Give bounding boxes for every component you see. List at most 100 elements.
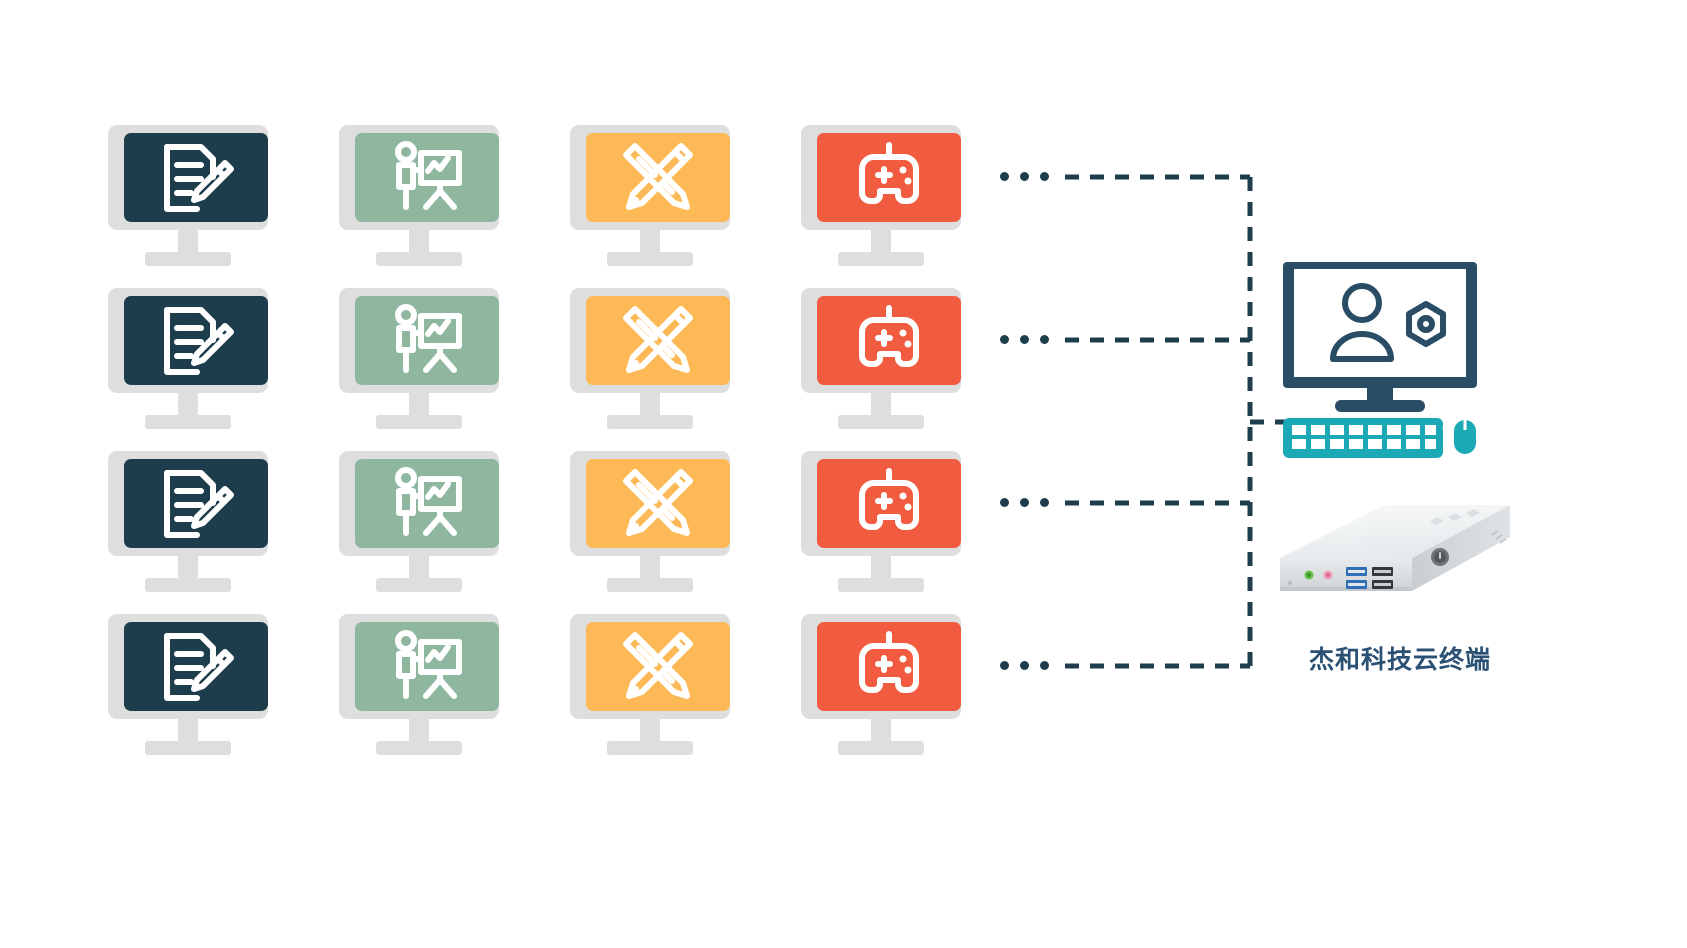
document-edit-icon	[155, 463, 237, 545]
ellipsis-dot	[1020, 172, 1029, 181]
presentation-teaching-icon	[386, 300, 468, 382]
monitor-body	[793, 614, 968, 774]
monitor-bezel	[570, 125, 730, 230]
client-monitor-r2-c2[interactable]	[562, 451, 737, 611]
monitor-base	[607, 578, 693, 592]
client-monitor-r1-c3[interactable]	[793, 288, 968, 448]
document-edit-icon	[155, 300, 237, 382]
monitor-body	[793, 451, 968, 611]
monitor-bezel	[108, 125, 268, 230]
monitor-base	[145, 252, 231, 266]
monitor-screen	[817, 459, 961, 548]
monitor-bezel	[108, 288, 268, 393]
monitor-screen	[817, 133, 961, 222]
monitor-body	[793, 288, 968, 448]
monitor-screen	[355, 133, 499, 222]
client-monitor-r0-c0[interactable]	[100, 125, 275, 285]
ellipsis-dot	[1020, 335, 1029, 344]
client-monitor-r3-c0[interactable]	[100, 614, 275, 774]
more-clients-ellipsis-row0	[1000, 172, 1049, 181]
ellipsis-dot	[1040, 661, 1049, 670]
more-clients-ellipsis-row2	[1000, 498, 1049, 507]
monitor-screen	[124, 296, 268, 385]
monitor-base	[838, 252, 924, 266]
monitor-bezel	[339, 451, 499, 556]
mini-pc-ports	[1288, 567, 1393, 589]
gamepad-icon	[848, 300, 930, 382]
admin-mouse-icon	[1442, 417, 1476, 454]
ellipsis-dot	[1020, 498, 1029, 507]
monitor-neck	[409, 229, 429, 255]
presentation-teaching-icon	[386, 137, 468, 219]
monitor-screen	[586, 622, 730, 711]
monitor-neck	[640, 555, 660, 581]
monitor-bezel	[339, 288, 499, 393]
mini-pc-top	[1280, 505, 1510, 558]
client-monitor-r3-c2[interactable]	[562, 614, 737, 774]
monitor-bezel	[339, 614, 499, 719]
client-monitor-r3-c3[interactable]	[793, 614, 968, 774]
client-monitor-r0-c1[interactable]	[331, 125, 506, 285]
monitor-screen	[355, 296, 499, 385]
client-monitor-r1-c0[interactable]	[100, 288, 275, 448]
monitor-screen	[355, 459, 499, 548]
monitor-neck	[871, 555, 891, 581]
monitor-neck	[178, 718, 198, 744]
monitor-body	[331, 451, 506, 611]
pencil-ruler-design-icon	[617, 463, 699, 545]
monitor-bezel	[801, 614, 961, 719]
monitor-base	[607, 415, 693, 429]
monitor-base	[376, 578, 462, 592]
presentation-teaching-icon	[386, 626, 468, 708]
monitor-base	[838, 741, 924, 755]
monitor-body	[562, 451, 737, 611]
monitor-bezel	[801, 288, 961, 393]
cloud-terminal-mini-pc[interactable]	[1262, 495, 1512, 620]
monitor-bezel	[108, 614, 268, 719]
monitor-neck	[409, 555, 429, 581]
monitor-bezel	[570, 614, 730, 719]
client-monitor-r0-c3[interactable]	[793, 125, 968, 285]
monitor-screen	[586, 296, 730, 385]
admin-workstation[interactable]	[1283, 258, 1483, 458]
monitor-base	[376, 252, 462, 266]
gamepad-icon	[848, 626, 930, 708]
monitor-neck	[871, 392, 891, 418]
client-monitor-r1-c1[interactable]	[331, 288, 506, 448]
ellipsis-dot	[1040, 498, 1049, 507]
client-monitor-r3-c1[interactable]	[331, 614, 506, 774]
client-monitor-r2-c1[interactable]	[331, 451, 506, 611]
monitor-body	[100, 451, 275, 611]
ellipsis-dot	[1000, 335, 1009, 344]
monitor-neck	[409, 392, 429, 418]
monitor-neck	[178, 392, 198, 418]
monitor-body	[562, 614, 737, 774]
gamepad-icon	[848, 137, 930, 219]
monitor-body	[562, 125, 737, 285]
monitor-body	[100, 125, 275, 285]
mini-pc-vents	[1491, 530, 1507, 544]
monitor-base	[145, 741, 231, 755]
monitor-neck	[409, 718, 429, 744]
client-monitor-r2-c0[interactable]	[100, 451, 275, 611]
pencil-ruler-design-icon	[617, 626, 699, 708]
ellipsis-dot	[1000, 498, 1009, 507]
client-monitor-r0-c2[interactable]	[562, 125, 737, 285]
client-monitor-r1-c2[interactable]	[562, 288, 737, 448]
monitor-body	[793, 125, 968, 285]
monitor-bezel	[570, 288, 730, 393]
ellipsis-dot	[1020, 661, 1029, 670]
monitor-screen	[586, 133, 730, 222]
monitor-neck	[640, 718, 660, 744]
monitor-base	[145, 415, 231, 429]
client-monitor-r2-c3[interactable]	[793, 451, 968, 611]
ellipsis-dot	[1000, 661, 1009, 670]
ellipsis-dot	[1040, 172, 1049, 181]
monitor-bezel	[339, 125, 499, 230]
ellipsis-dot	[1000, 172, 1009, 181]
monitor-body	[100, 288, 275, 448]
gamepad-icon	[848, 463, 930, 545]
device-caption: 杰和科技云终端	[1308, 645, 1491, 674]
monitor-base	[607, 741, 693, 755]
